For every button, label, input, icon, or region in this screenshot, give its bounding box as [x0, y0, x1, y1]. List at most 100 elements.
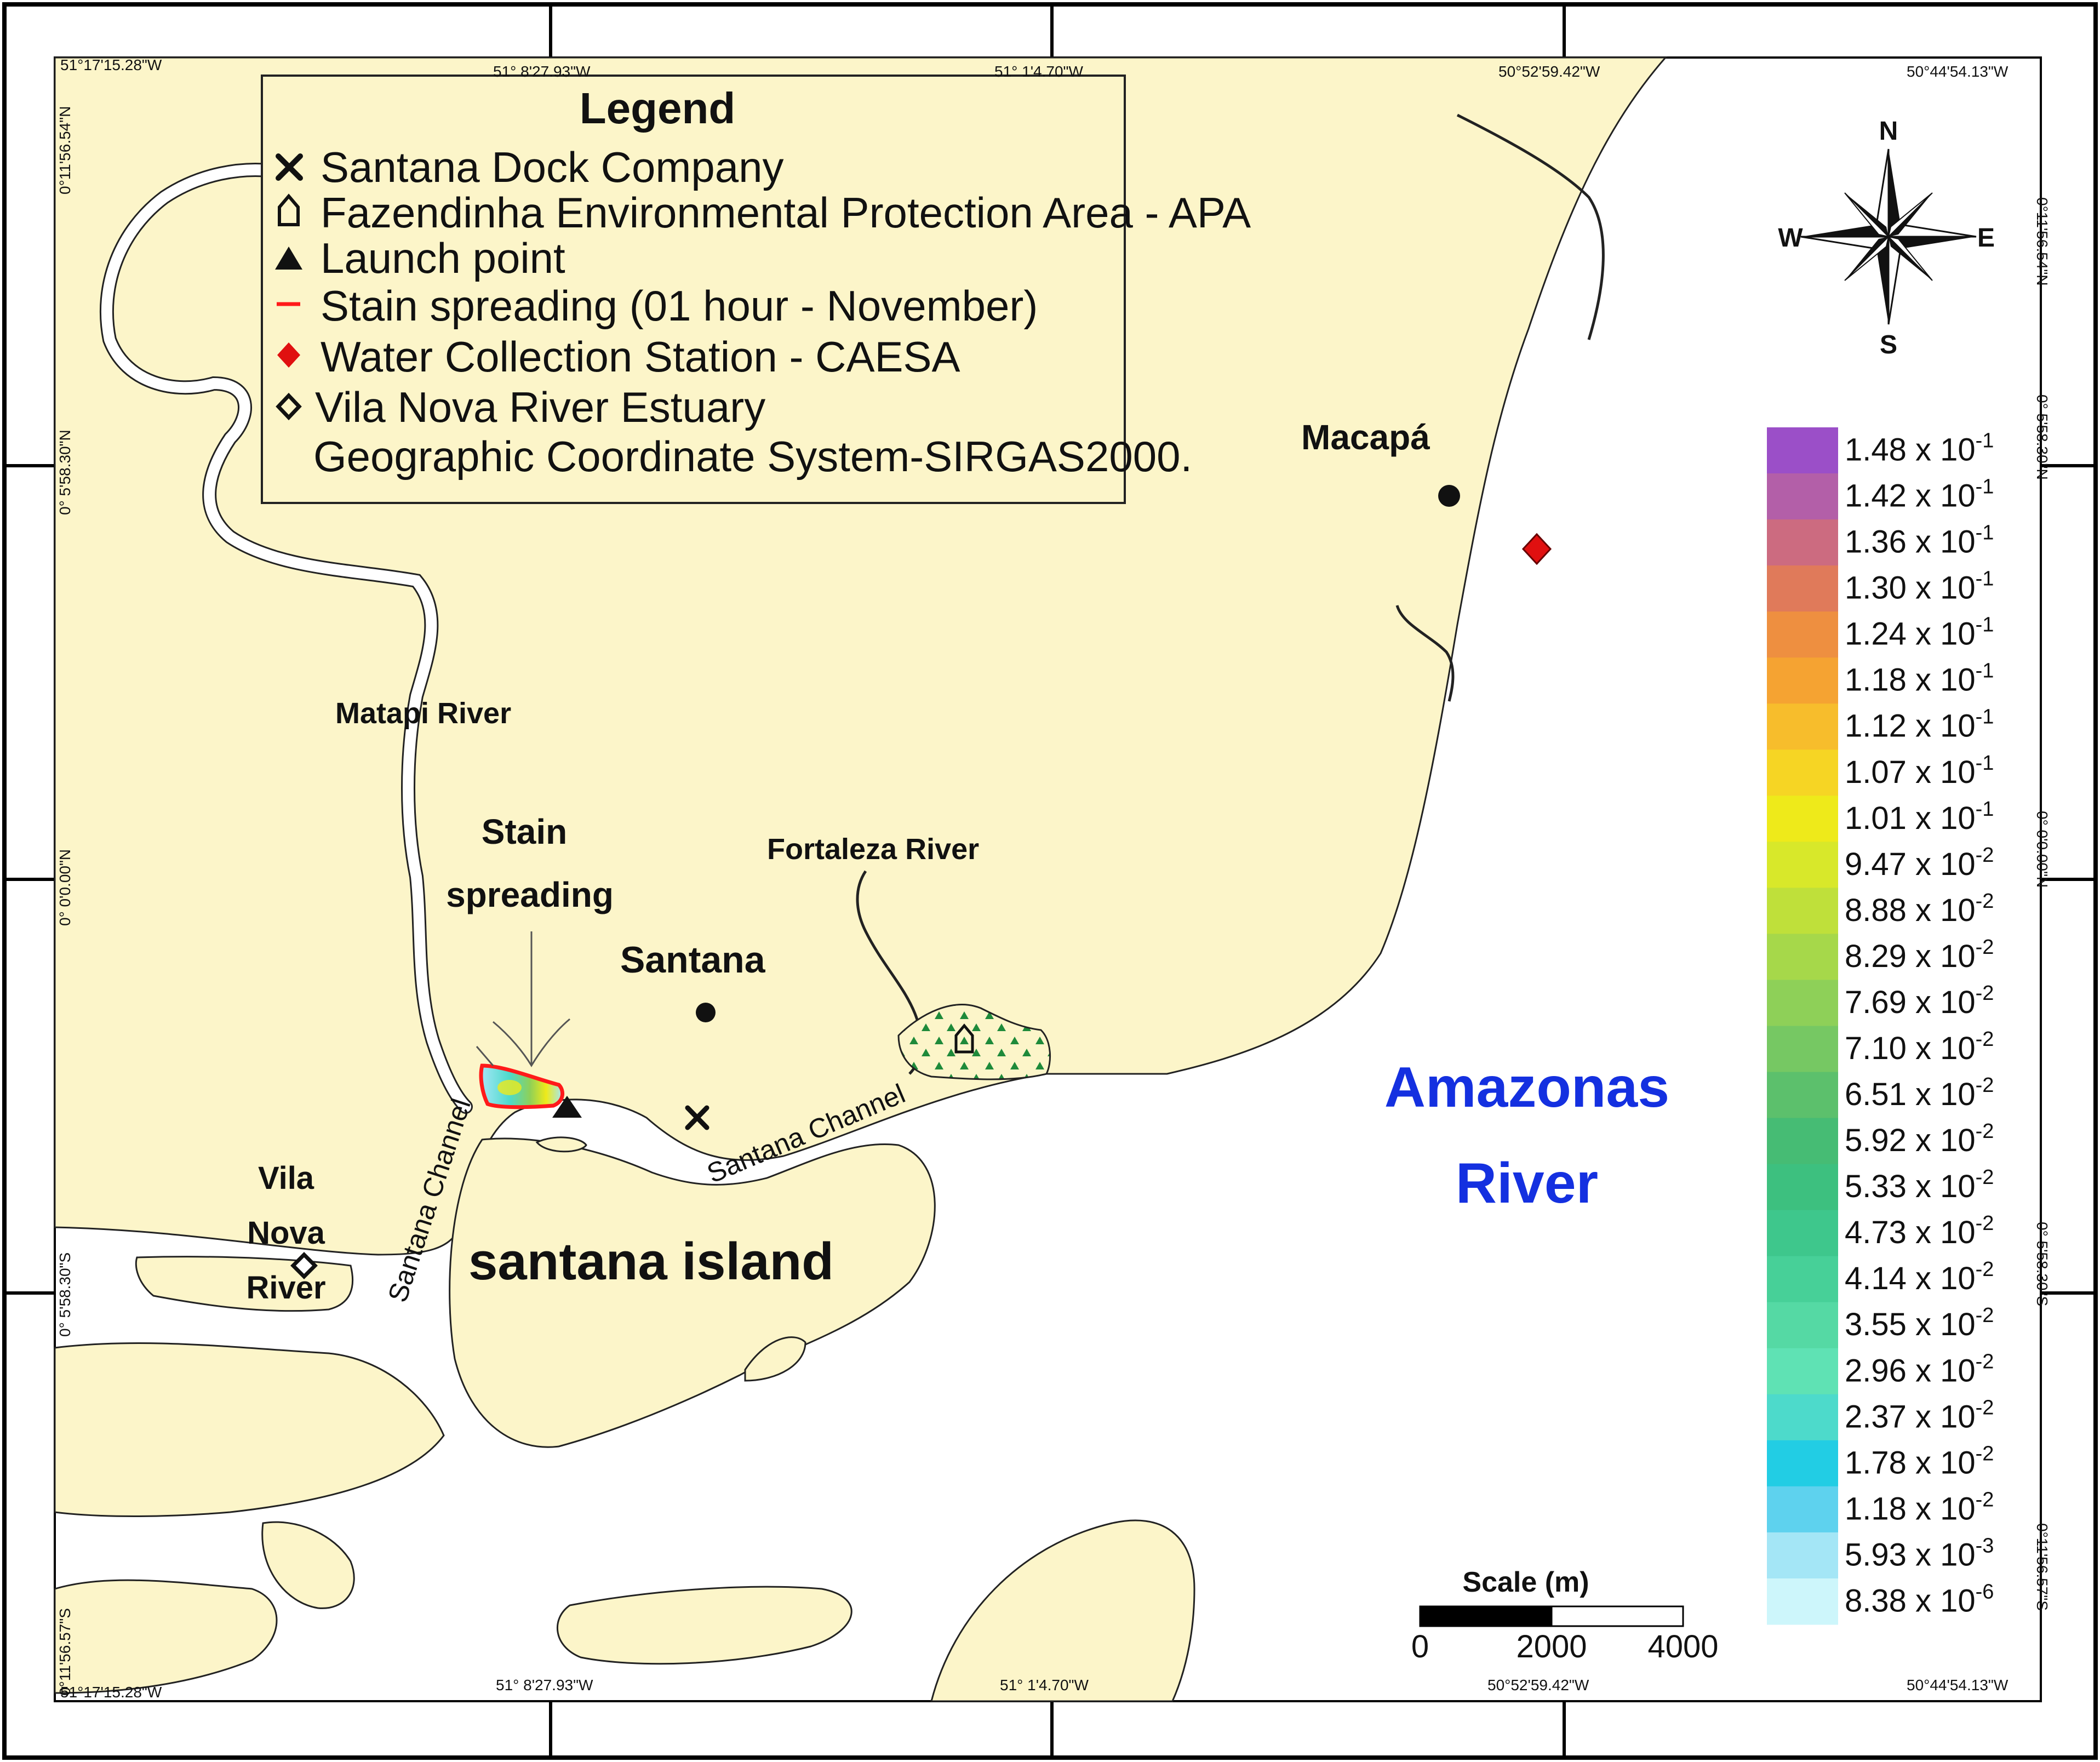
santana-city-marker [696, 1003, 716, 1022]
matapi-river-fill [101, 164, 471, 1112]
colorbar-label: 8.29 x 10-2 [1845, 936, 1994, 974]
colorbar-label: 1.12 x 10-1 [1845, 706, 1994, 744]
colorbar-label: 2.37 x 10-2 [1845, 1396, 1994, 1434]
fazendinha-apa-marker [954, 1023, 974, 1054]
colorbar-label: 1.18 x 10-1 [1845, 660, 1994, 698]
legend-item-dock: Santana Dock Company [321, 143, 783, 191]
colorbar-swatch [1767, 427, 1838, 474]
colorbar-label: 5.33 x 10-2 [1845, 1166, 1994, 1204]
colorbar-swatch [1767, 1164, 1838, 1211]
legend-item-apa: Fazendinha Environmental Protection Area… [321, 188, 1251, 237]
coord-right-2: 0° 0'0.00"N [2034, 811, 2051, 888]
legend: Legend Santana Dock Company Fazendinha E… [261, 75, 1251, 504]
coord-left-1: 0° 5'58.30"N [56, 430, 73, 515]
macapa-city-marker [1438, 485, 1460, 507]
coord-left-0: 0°11'56.54"N [56, 106, 73, 194]
colorbar-swatch [1767, 1302, 1838, 1349]
scale-bar: Scale (m) 0 2000 4000 [1411, 1566, 1719, 1664]
coord-bottom-3: 50°52'59.42"W [1487, 1677, 1589, 1694]
coord-top-1: 51° 8'27.93"W [493, 63, 591, 80]
coord-bottom-1: 51° 8'27.93"W [496, 1677, 593, 1694]
colorbar-swatch [1767, 565, 1838, 612]
coord-left-2: 0° 0'0.00"N [56, 849, 73, 926]
amazonas-label-line2: River [1456, 1152, 1598, 1215]
colorbar-swatch [1767, 750, 1838, 796]
coord-right-4: 0°11'56.57"S [2034, 1523, 2051, 1611]
colorbar-label: 1.07 x 10-1 [1845, 752, 1994, 790]
caesa-station-marker [1521, 533, 1552, 565]
colorbar-swatch [1767, 1026, 1838, 1073]
stain-pointer-arrow [476, 931, 570, 1067]
compass-e: E [1977, 224, 1995, 253]
colorbar-label: 1.01 x 10-1 [1845, 798, 1994, 836]
channel-islet [535, 1136, 587, 1153]
stain-label-line1: Stain [482, 812, 567, 851]
vila-nova-label-line1: Vila [258, 1160, 314, 1196]
santana-dock-marker [685, 1105, 709, 1130]
colorbar-label: 1.48 x 10-1 [1845, 430, 1994, 468]
fortaleza-river-label: Fortaleza River [767, 833, 979, 866]
macapa-stream-north [1456, 113, 1605, 340]
legend-crs-note: Geographic Coordinate System-SIRGAS2000. [313, 432, 1192, 480]
colorbar-label: 1.36 x 10-1 [1845, 522, 1994, 560]
colorbar-label: 1.24 x 10-1 [1845, 614, 1994, 652]
coord-left-4: 0°11'56.57"S [56, 1608, 73, 1696]
legend-title: Legend [580, 84, 735, 133]
southern-island-a [54, 1579, 278, 1694]
southern-islet [744, 1336, 806, 1382]
colorbar-label: 7.10 x 10-2 [1845, 1028, 1994, 1066]
colorbar-label: 6.51 x 10-2 [1845, 1074, 1994, 1112]
colorbar-swatch [1767, 934, 1838, 980]
vila-nova-label-line3: River [246, 1270, 325, 1306]
stain-label-line2: spreading [446, 875, 614, 914]
hollow-diamond-icon [276, 392, 302, 421]
fazendinha-apa-area [897, 1004, 1051, 1080]
coord-left-3: 0° 5'58.30"S [56, 1252, 73, 1337]
colorbar-label: 9.47 x 10-2 [1845, 844, 1994, 882]
colorbar-swatch [1767, 980, 1838, 1026]
macapa-stream-south [1395, 605, 1455, 702]
vila-nova-estuary-marker [290, 1252, 318, 1279]
santana-city-label: Santana [620, 939, 766, 981]
southern-island-b [261, 1521, 355, 1609]
colorbar-label: 1.18 x 10-2 [1845, 1488, 1994, 1526]
vila-nova-label-line2: Nova [247, 1215, 325, 1251]
filled-triangle-icon [275, 247, 302, 270]
colorbar-swatch [1767, 1486, 1838, 1533]
southern-bank-west [54, 1342, 445, 1517]
colorbar-swatch [1767, 611, 1838, 658]
colorbar-swatch [1767, 473, 1838, 520]
coordinate-labels: 51°17'15.28"W 51° 8'27.93"W 51° 1'4.70"W… [56, 56, 2051, 1701]
colorbar-swatch [1767, 1394, 1838, 1441]
colorbar-label: 1.42 x 10-1 [1845, 476, 1994, 514]
house-outline-icon [278, 193, 300, 226]
colorbar-swatch [1767, 1348, 1838, 1395]
colorbar-swatch [1767, 1072, 1838, 1119]
colorbar-label: 4.14 x 10-2 [1845, 1258, 1994, 1296]
compass-w: W [1778, 224, 1803, 253]
coord-top-2: 51° 1'4.70"W [994, 63, 1083, 80]
colorbar-label: 5.93 x 10-3 [1845, 1534, 1994, 1572]
coord-top-0: 51°17'15.28"W [60, 56, 162, 73]
southern-island-d [930, 1519, 1195, 1702]
colorbar-swatch [1767, 1256, 1838, 1303]
amazonas-label-line1: Amazonas [1384, 1056, 1669, 1119]
coord-right-3: 0° 5'58.30"S [2034, 1222, 2051, 1306]
scale-tick-4000: 4000 [1647, 1629, 1718, 1664]
x-mark-icon [276, 153, 303, 181]
stain-spreading-area [479, 1063, 565, 1109]
legend-item-caesa: Water Collection Station - CAESA [321, 333, 960, 381]
colorbar-swatch [1767, 1210, 1838, 1257]
scale-tick-2000: 2000 [1516, 1629, 1587, 1664]
colorbar-label: 4.73 x 10-2 [1845, 1212, 1994, 1250]
colorbar-swatch [1767, 1440, 1838, 1487]
colorbar-label: 5.92 x 10-2 [1845, 1120, 1994, 1158]
colorbar-label: 7.69 x 10-2 [1845, 982, 1994, 1020]
colorbar-label: 8.38 x 10-6 [1845, 1580, 1994, 1618]
colorbar-swatch [1767, 703, 1838, 750]
compass-rose-icon [1800, 148, 1977, 325]
macapa-label: Macapá [1301, 417, 1430, 457]
legend-item-vila-nova: Vila Nova River Estuary [315, 383, 765, 431]
santana-island [449, 1137, 936, 1448]
